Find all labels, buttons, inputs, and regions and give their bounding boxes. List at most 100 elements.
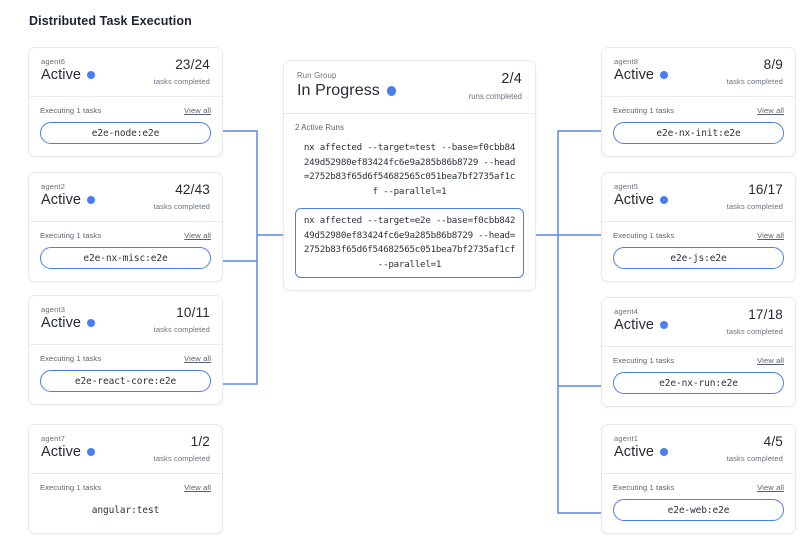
task-pill[interactable]: e2e-nx-init:e2e xyxy=(613,122,784,144)
view-all-link[interactable]: View all xyxy=(757,356,784,365)
view-all-link[interactable]: View all xyxy=(184,106,211,115)
executing-label: Executing 1 tasks xyxy=(40,106,102,115)
agent-card-body: Executing 1 tasks View all e2e-web:e2e xyxy=(602,474,795,533)
agent-task-count-label: tasks completed xyxy=(153,77,210,86)
active-runs-label: 2 Active Runs xyxy=(295,123,344,132)
agent-card-body: Executing 1 tasks View all e2e-node:e2e xyxy=(29,97,222,156)
agent-card-header: agent4 Active 17/18 tasks completed xyxy=(602,298,795,346)
agent-task-count: 17/18 xyxy=(748,307,783,322)
card-divider xyxy=(29,96,222,97)
agent-task-count: 4/5 xyxy=(763,434,783,449)
executing-label: Executing 1 tasks xyxy=(613,231,675,240)
executing-row: Executing 1 tasks View all xyxy=(613,483,784,492)
agent-task-count-label: tasks completed xyxy=(153,202,210,211)
executing-row: Executing 1 tasks View all xyxy=(40,354,211,363)
status-dot-icon xyxy=(660,321,669,329)
agent-card-header: agent2 Active 42/43 tasks completed xyxy=(29,173,222,221)
card-divider xyxy=(29,344,222,345)
agent-status-label: Active xyxy=(41,192,82,208)
agent-card-agent2[interactable]: agent2 Active 42/43 tasks completed Exec… xyxy=(28,172,223,282)
card-divider xyxy=(602,473,795,474)
task-pill[interactable]: e2e-node:e2e xyxy=(40,122,211,144)
status-dot-icon xyxy=(87,448,96,456)
agent-status: Active xyxy=(614,317,783,333)
agent-name: agent3 xyxy=(41,305,66,314)
task-pill[interactable]: e2e-js:e2e xyxy=(613,247,784,269)
agent-card-agent1[interactable]: agent1 Active 4/5 tasks completed Execut… xyxy=(601,424,796,534)
agent-card-agent5[interactable]: agent5 Active 16/17 tasks completed Exec… xyxy=(601,172,796,282)
agent-task-count-label: tasks completed xyxy=(726,202,783,211)
agent-card-header: agent3 Active 10/11 tasks completed xyxy=(29,296,222,344)
agent-card-header: agent6 Active 23/24 tasks completed xyxy=(29,48,222,96)
agent-status: Active xyxy=(41,67,210,83)
agent-card-agent3[interactable]: agent3 Active 10/11 tasks completed Exec… xyxy=(28,295,223,405)
agent-card-body: Executing 1 tasks View all e2e-react-cor… xyxy=(29,345,222,404)
executing-row: Executing 1 tasks View all xyxy=(613,231,784,240)
card-divider xyxy=(602,221,795,222)
agent-task-count: 23/24 xyxy=(175,57,210,72)
task-pill[interactable]: e2e-web:e2e xyxy=(613,499,784,521)
agent-card-agent8[interactable]: agent8 Active 8/9 tasks completed Execut… xyxy=(601,47,796,157)
executing-label: Executing 1 tasks xyxy=(40,483,102,492)
status-dot-icon xyxy=(87,196,96,204)
agent-task-count: 42/43 xyxy=(175,182,210,197)
run-group-panel[interactable]: Run Group In Progress 2/4 runs completed… xyxy=(283,60,536,291)
view-all-link[interactable]: View all xyxy=(757,231,784,240)
card-divider xyxy=(602,96,795,97)
agent-card-agent6[interactable]: agent6 Active 23/24 tasks completed Exec… xyxy=(28,47,223,157)
task-pill[interactable]: e2e-nx-misc:e2e xyxy=(40,247,211,269)
agent-card-header: agent7 Active 1/2 tasks completed xyxy=(29,425,222,473)
task-pill[interactable]: e2e-react-core:e2e xyxy=(40,370,211,392)
agent-name: agent7 xyxy=(41,434,66,443)
agent-status-label: Active xyxy=(41,67,82,83)
agent-card-body: Executing 1 tasks View all e2e-js:e2e xyxy=(602,222,795,281)
agent-name: agent2 xyxy=(41,182,66,191)
run-group-body: 2 Active Runs nx affected --target=test … xyxy=(284,114,535,290)
agent-name: agent4 xyxy=(614,307,639,316)
agent-task-count-label: tasks completed xyxy=(726,454,783,463)
run-group-status-label: In Progress xyxy=(297,82,380,99)
agent-status-label: Active xyxy=(614,444,655,460)
agent-card-agent7[interactable]: agent7 Active 1/2 tasks completed Execut… xyxy=(28,424,223,534)
card-divider xyxy=(284,113,535,114)
view-all-link[interactable]: View all xyxy=(757,106,784,115)
agent-status-label: Active xyxy=(614,67,655,83)
agent-status: Active xyxy=(41,192,210,208)
run-group-count-label: runs completed xyxy=(468,92,522,101)
agent-card-body: Executing 1 tasks View all e2e-nx-misc:e… xyxy=(29,222,222,281)
agent-card-agent4[interactable]: agent4 Active 17/18 tasks completed Exec… xyxy=(601,297,796,407)
agent-card-header: agent1 Active 4/5 tasks completed xyxy=(602,425,795,473)
view-all-link[interactable]: View all xyxy=(184,231,211,240)
view-all-link[interactable]: View all xyxy=(757,483,784,492)
agent-status-label: Active xyxy=(41,444,82,460)
executing-label: Executing 1 tasks xyxy=(40,231,102,240)
card-divider xyxy=(602,346,795,347)
agent-status: Active xyxy=(41,444,210,460)
task-pill[interactable]: e2e-nx-run:e2e xyxy=(613,372,784,394)
agent-status: Active xyxy=(614,444,783,460)
agent-task-count-label: tasks completed xyxy=(153,454,210,463)
run-group-label: Run Group xyxy=(297,71,337,80)
agent-task-count-label: tasks completed xyxy=(726,77,783,86)
view-all-link[interactable]: View all xyxy=(184,354,211,363)
view-all-link[interactable]: View all xyxy=(184,483,211,492)
agent-task-count: 16/17 xyxy=(748,182,783,197)
agent-status: Active xyxy=(614,67,783,83)
agent-card-body: Executing 1 tasks View all e2e-nx-init:e… xyxy=(602,97,795,156)
agent-status-label: Active xyxy=(614,192,655,208)
agent-status-label: Active xyxy=(41,315,82,331)
executing-label: Executing 1 tasks xyxy=(613,483,675,492)
card-divider xyxy=(29,473,222,474)
run-command-highlighted[interactable]: nx affected --target=e2e --base=f0cbb842… xyxy=(295,208,524,278)
agent-name: agent6 xyxy=(41,57,66,66)
agent-card-header: agent5 Active 16/17 tasks completed xyxy=(602,173,795,221)
run-group-header: Run Group In Progress 2/4 runs completed xyxy=(284,61,535,113)
run-command[interactable]: nx affected --target=test --base=f0cbb84… xyxy=(303,142,516,197)
agent-task-count-label: tasks completed xyxy=(153,325,210,334)
executing-row: Executing 1 tasks View all xyxy=(40,231,211,240)
executing-label: Executing 1 tasks xyxy=(613,356,675,365)
run-group-count: 2/4 xyxy=(501,71,522,87)
status-dot-icon xyxy=(660,196,669,204)
status-dot-icon xyxy=(660,448,669,456)
